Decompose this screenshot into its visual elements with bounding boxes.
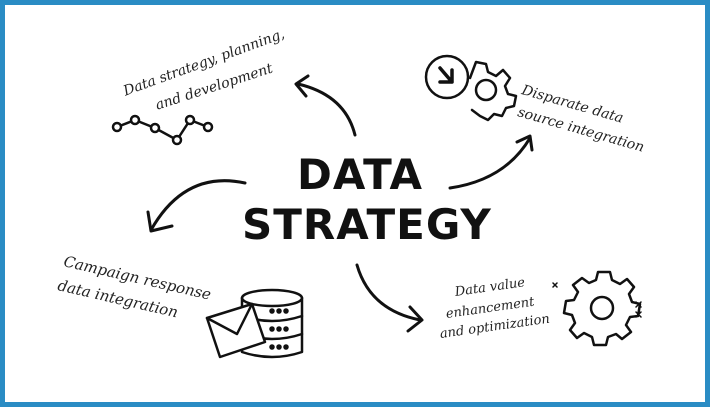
arrow-top-right — [448, 134, 534, 190]
gear-icon — [552, 270, 642, 347]
gear-arrow-icon — [424, 54, 518, 122]
line-chart-icon — [111, 114, 214, 146]
arrow-left — [146, 179, 247, 233]
title-line-2: STRATEGY — [242, 200, 492, 249]
title-line-1: DATA — [297, 150, 424, 199]
arrow-top-left — [294, 74, 357, 137]
arrow-bottom — [355, 263, 424, 333]
database-email-icon — [205, 288, 304, 359]
